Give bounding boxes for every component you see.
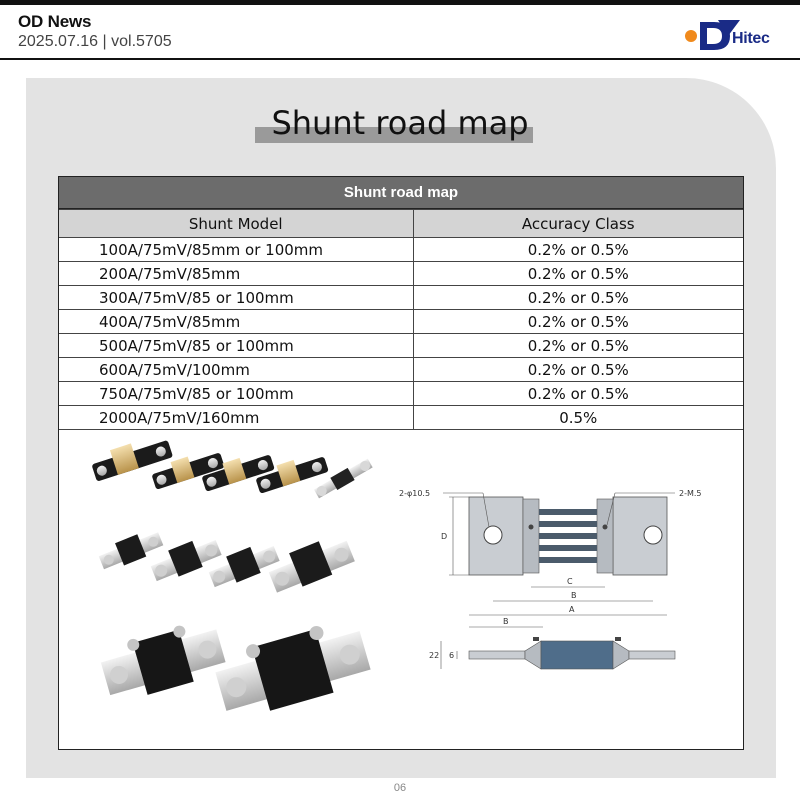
shunt-images: 2-φ10.5 2-M.5 D C B A B 22 6 — [92, 440, 702, 711]
table-row: 2000A/75mV/160mm 0.5% — [59, 405, 743, 430]
table-row: 600A/75mV/100mm 0.2% or 0.5% — [59, 357, 743, 382]
dim-b-label: B — [571, 591, 577, 600]
issue-info: 2025.07.16 | vol.5705 — [18, 33, 172, 50]
model-cell: 300A/75mV/85 or 100mm — [59, 285, 414, 310]
logo-orange-dot-icon — [685, 30, 697, 42]
accuracy-cell: 0.2% or 0.5% — [412, 357, 743, 382]
side-b-label: B — [503, 617, 509, 626]
table-row: 300A/75mV/85 or 100mm 0.2% or 0.5% — [59, 285, 743, 310]
model-cell: 2000A/75mV/160mm — [59, 405, 414, 430]
shunt-table: Shunt Model Accuracy Class 100A/75mV/85m… — [59, 209, 743, 430]
accuracy-cell: 0.2% or 0.5% — [412, 381, 743, 406]
page-number: 06 — [393, 782, 407, 794]
top-rule — [0, 0, 800, 5]
table-row: 400A/75mV/85mm 0.2% or 0.5% — [59, 309, 743, 334]
table-row: 500A/75mV/85 or 100mm 0.2% or 0.5% — [59, 333, 743, 358]
hole-label: 2-φ10.5 — [399, 489, 430, 498]
page-heading: Shunt road map — [271, 104, 529, 142]
dim-c-label: C — [567, 577, 573, 586]
shunt-photo-large-row — [100, 625, 371, 711]
dimension-drawing: 2-φ10.5 2-M.5 D C B A — [399, 489, 702, 616]
model-cell: 400A/75mV/85mm — [59, 309, 414, 334]
dim-d-label: D — [441, 532, 447, 541]
shunt-table-box: Shunt road map Shunt Model Accuracy Clas… — [58, 176, 744, 750]
side-view-drawing: B 22 6 — [429, 617, 676, 670]
column-header-model: Shunt Model — [59, 209, 414, 238]
model-cell: 600A/75mV/100mm — [59, 357, 414, 382]
model-cell: 200A/75mV/85mm — [59, 261, 414, 286]
accuracy-cell: 0.2% or 0.5% — [412, 285, 743, 310]
shunt-photo-small-row — [92, 440, 373, 499]
accuracy-cell: 0.2% or 0.5% — [412, 261, 743, 286]
company-logo — [685, 20, 740, 50]
table-row: 200A/75mV/85mm 0.2% or 0.5% — [59, 261, 743, 286]
logo-d-icon — [700, 22, 730, 50]
column-header-accuracy: Accuracy Class — [412, 209, 743, 238]
table-row: 100A/75mV/85mm or 100mm 0.2% or 0.5% — [59, 237, 743, 262]
logo-text: Hitec — [732, 30, 770, 47]
table-row: 750A/75mV/85 or 100mm 0.2% or 0.5% — [59, 381, 743, 406]
model-cell: 500A/75mV/85 or 100mm — [59, 333, 414, 358]
side-6-label: 6 — [449, 651, 454, 660]
screw-label: 2-M.5 — [679, 489, 702, 498]
model-cell: 100A/75mV/85mm or 100mm — [59, 237, 414, 262]
newsletter-title: OD News — [18, 12, 92, 31]
header-rule — [0, 58, 800, 60]
accuracy-cell: 0.5% — [412, 405, 743, 430]
dim-a-label: A — [569, 605, 575, 614]
shunt-photo-medium-row — [98, 532, 355, 593]
heading-underline-bar — [255, 127, 533, 143]
logo-swoosh-icon — [718, 20, 740, 36]
table-header-row: Shunt Model Accuracy Class — [59, 209, 743, 238]
accuracy-cell: 0.2% or 0.5% — [412, 333, 743, 358]
model-cell: 750A/75mV/85 or 100mm — [59, 381, 414, 406]
table-caption: Shunt road map — [59, 177, 743, 209]
accuracy-cell: 0.2% or 0.5% — [412, 237, 743, 262]
side-22-label: 22 — [429, 651, 439, 660]
accuracy-cell: 0.2% or 0.5% — [412, 309, 743, 334]
